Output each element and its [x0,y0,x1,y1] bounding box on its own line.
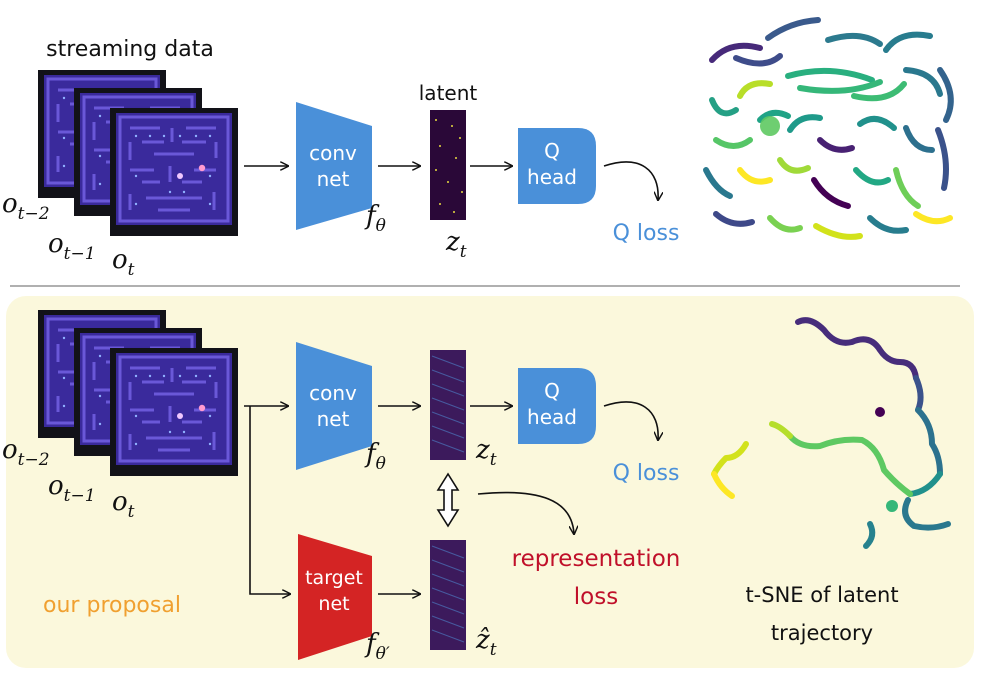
target-net-label-line1: target [305,567,363,589]
q-head-label-line2: head [527,405,577,429]
q-head-label-line1: Q [544,379,560,403]
q-loss-label: Q loss [613,461,680,486]
q-loss-label: Q loss [613,221,680,246]
arrow-to-rep-loss [477,491,574,534]
f-theta-label: fθ [364,201,386,236]
tsne-point [886,500,898,512]
obs-t1-label: ot−1 [48,229,96,264]
streaming-data-label: streaming data [46,37,214,62]
target-net-block [298,534,372,660]
game-frame-icon [108,346,240,478]
tsne-label-line1: t-SNE of latent [745,583,898,607]
conv-net-label-line2: net [317,407,350,431]
rep-loss-label-line2: loss [574,584,618,610]
tsne-scatter-icon [711,317,951,549]
z-t-label: zt [475,435,497,470]
tsne-point [875,407,885,417]
q-head-block [518,128,596,204]
game-frame-icon [108,106,240,238]
arrow-qhead-to-loss [603,161,658,200]
conv-net-block [296,102,372,230]
our-proposal-label: our proposal [43,593,181,618]
conv-net-label-line1: conv [309,381,357,405]
latent-map-icon [430,110,466,220]
obs-t-label: ot [112,245,135,280]
double-arrow-icon [436,472,460,528]
z-t-label: zt [445,227,467,262]
conv-net-block [296,342,372,470]
conv-net-label-line2: net [317,167,350,191]
target-net-label-line2: net [318,593,349,615]
tsne-scatter-icon [703,17,954,240]
obs-t1-label: ot−1 [48,471,96,506]
conv-net-label-line1: conv [309,141,357,165]
tsne-label-line2: trajectory [771,621,873,645]
arrow-obs-to-target [249,406,290,594]
obs-t2-label: ot−2 [2,189,50,224]
latent-label: latent [419,81,478,105]
rep-loss-label-line1: representation [512,546,681,572]
q-head-label-line2: head [527,165,577,189]
proposal-panel [6,296,974,668]
obs-t-label: ot [112,487,135,522]
obs-t2-label: ot−2 [2,435,50,470]
q-head-block [518,368,596,444]
tsne-cluster [760,116,780,136]
q-head-label-line1: Q [544,139,560,163]
z-hat-t-label: ẑt [475,625,497,660]
arrow-qhead-to-loss [603,401,658,440]
